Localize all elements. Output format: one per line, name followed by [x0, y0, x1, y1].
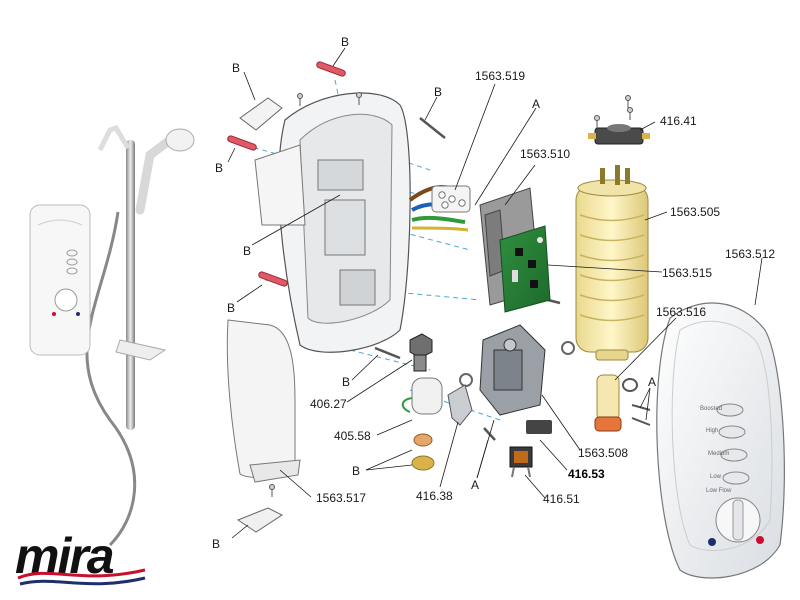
solenoid-coil: [509, 446, 533, 478]
power-setting-buttons: [716, 403, 750, 485]
logo-swoosh-navy: [19, 576, 146, 586]
flow-sensor: [594, 374, 638, 432]
shower-head: [165, 128, 195, 152]
pin-top: [316, 61, 346, 77]
shower-handset: [135, 135, 175, 215]
label-1563-508: 1563.508: [578, 446, 628, 460]
label-1563-512: 1563.512: [725, 247, 775, 261]
handset-holder: [97, 124, 131, 152]
outlet-elbow: [411, 377, 443, 415]
heater-tank: [575, 165, 649, 361]
label-clip-bottom: B: [212, 537, 220, 551]
label-washers: B: [352, 464, 360, 478]
setting-high-label: High: [706, 428, 718, 434]
side-cover: [226, 319, 301, 483]
label-a-terminal: A: [532, 97, 540, 111]
backplate-case: [254, 92, 411, 353]
long-screw: [419, 117, 446, 139]
label-416-41: 416.41: [660, 114, 697, 128]
front-cover: Boosted High Medium Low Low Flow: [656, 302, 785, 579]
label-screw-outlet: B: [342, 375, 350, 389]
bottom-clip: [236, 507, 284, 533]
thermal-cutout: [588, 124, 650, 145]
setting-lowflow-label: Low Flow: [706, 488, 732, 494]
terminal-block: [408, 185, 471, 232]
soap-dish: [115, 339, 167, 361]
pcb-assembly: [479, 187, 551, 313]
label-a-bottom: A: [471, 478, 479, 492]
label-416-38: 416.38: [416, 489, 453, 503]
label-1563-519: 1563.519: [475, 69, 525, 83]
label-1563-510: 1563.510: [520, 147, 570, 161]
label-pin-top: B: [341, 35, 349, 49]
red-pins: [227, 61, 346, 287]
label-1563-505: 1563.505: [670, 205, 720, 219]
setting-boosted-label: Boosted: [700, 406, 722, 412]
label-clip-top: B: [232, 61, 240, 75]
label-1563-517: 1563.517: [316, 491, 366, 505]
label-pin-left: B: [215, 161, 223, 175]
case-side-panel: [254, 144, 306, 226]
case-clip: [239, 97, 283, 131]
pin-left: [227, 135, 257, 151]
outlet-fittings: [401, 333, 443, 471]
label-416-51: 416.51: [543, 492, 580, 506]
label-405-58: 405.58: [334, 429, 371, 443]
riser-rail: [126, 140, 135, 430]
pressure-switch-bracket: [447, 384, 473, 426]
shower-body: [29, 204, 91, 356]
label-screw-top-right: B: [434, 85, 442, 99]
label-case: B: [243, 244, 251, 258]
temperature-dial: [54, 288, 78, 312]
label-a-right: A: [648, 375, 656, 389]
label-1563-516: 1563.516: [656, 305, 706, 319]
pin-lower: [258, 271, 288, 287]
logo-swoosh-red: [17, 568, 146, 580]
label-416-53: 416.53: [568, 467, 605, 481]
shower-hose: [85, 211, 137, 547]
mira-logo: mira: [15, 528, 146, 586]
solenoid-block: [526, 420, 552, 434]
setting-medium-label: Medium: [708, 451, 729, 457]
label-pin-lower: B: [227, 301, 235, 315]
label-1563-515: 1563.515: [662, 266, 712, 280]
shower-unit-illustration: [29, 124, 195, 547]
part-labels: B B B B B B B B B 1563.519 A 1563.510 41…: [212, 35, 775, 551]
valve-body: [459, 324, 575, 434]
setting-low-label: Low: [710, 474, 722, 480]
leader-lines: [227, 47, 763, 539]
label-406-27: 406.27: [310, 397, 347, 411]
